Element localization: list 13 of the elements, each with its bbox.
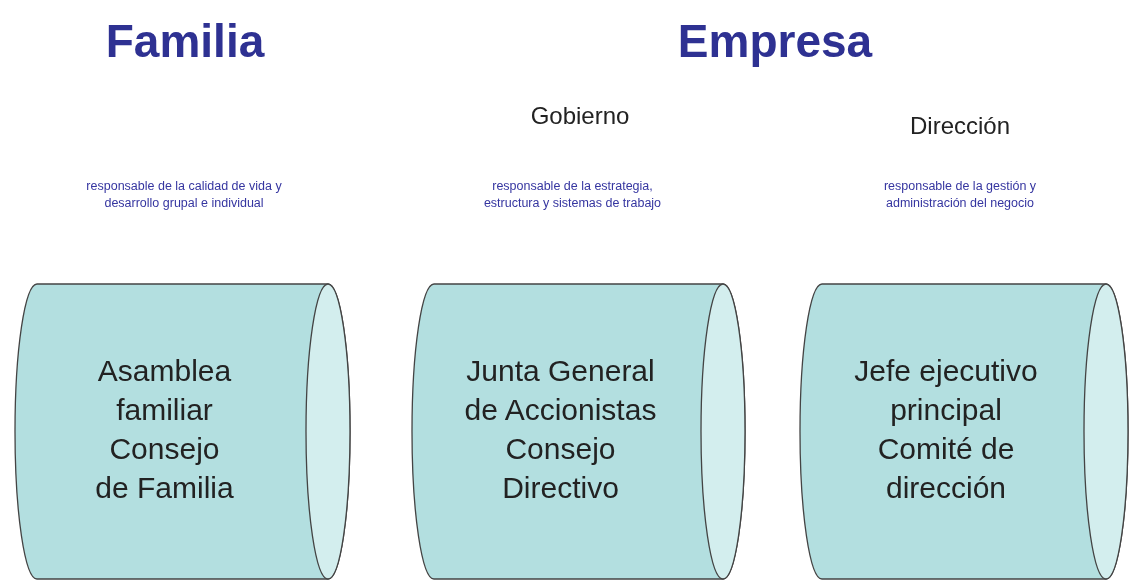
description-text: responsable de la estrategia, estructura y sistemas de trabajo (482, 178, 663, 212)
node-text: Consejo Directivo (501, 431, 620, 506)
column-heading: Dirección (909, 112, 1011, 140)
section-heading: Empresa (676, 14, 874, 68)
node-text: Comité de dirección (876, 431, 1016, 506)
node-text: Junta General de Accionistas (463, 353, 658, 428)
node-text: Asamblea familiar (96, 353, 233, 428)
column-heading: Gobierno (529, 102, 631, 130)
node-text: Jefe ejecutivo principal (853, 353, 1039, 428)
node-text: Consejo de Familia (94, 431, 235, 506)
description-text: responsable de la calidad de vida y desarrollo grupal e individual (85, 178, 283, 212)
section-heading: Familia (104, 14, 266, 68)
description-text: responsable de la gestión y administración del negocio (882, 178, 1038, 212)
